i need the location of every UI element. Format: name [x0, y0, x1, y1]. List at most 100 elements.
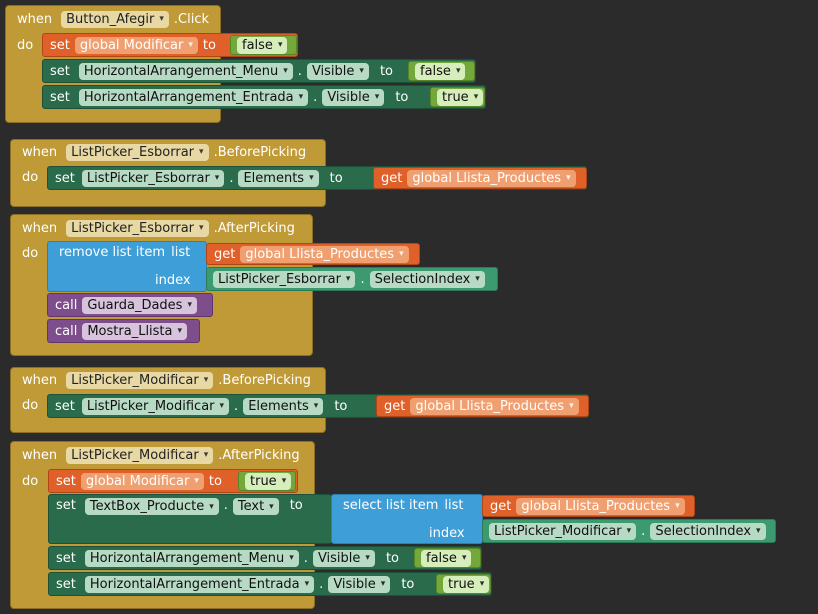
- boolean-dropdown[interactable]: true▾: [437, 88, 484, 106]
- chevron-down-icon: ▾: [219, 401, 225, 411]
- component-dropdown[interactable]: ListPicker_Esborrar▾: [66, 143, 209, 161]
- chevron-down-icon: ▾: [626, 526, 632, 536]
- set-component-property-block[interactable]: set HorizontalArrangement_Menu▾ . Visibl…: [48, 546, 482, 570]
- set-keyword: set: [56, 550, 76, 566]
- component-dropdown[interactable]: ListPicker_Modificar▾: [81, 397, 230, 415]
- dot-separator: .: [223, 498, 228, 513]
- chevron-down-icon: ▾: [345, 274, 351, 284]
- true-block[interactable]: true▾: [430, 87, 485, 107]
- component-dropdown[interactable]: HorizontalArrangement_Menu▾: [78, 62, 293, 80]
- variable-dropdown[interactable]: global Llista_Productes▾: [407, 169, 576, 187]
- select-list-item-block[interactable]: select list item list: [331, 494, 483, 544]
- dot-separator: .: [297, 63, 302, 79]
- chevron-down-icon: ▾: [566, 173, 571, 183]
- component-getter-block[interactable]: ListPicker_Esborrar▾ . SelectionIndex▾: [206, 267, 498, 291]
- chevron-down-icon: ▾: [214, 173, 220, 183]
- property-dropdown[interactable]: Visible▾: [328, 575, 391, 593]
- property-dropdown[interactable]: Visible▾: [322, 88, 385, 106]
- boolean-dropdown[interactable]: false▾: [415, 62, 466, 80]
- procedure-dropdown[interactable]: Mostra_Llista▾: [82, 322, 188, 340]
- property-dropdown[interactable]: Elements▾: [238, 169, 319, 187]
- variable-dropdown[interactable]: global Modificar▾: [74, 36, 198, 54]
- property-dropdown[interactable]: Visible▾: [306, 62, 369, 80]
- call-procedure-block[interactable]: call Guarda_Dades▾: [47, 293, 213, 317]
- get-keyword: get: [381, 170, 403, 186]
- component-dropdown[interactable]: TextBox_Producte▾: [84, 498, 219, 515]
- remove-list-item-block[interactable]: remove list item list: [47, 241, 207, 292]
- do-keyword: do: [22, 169, 39, 185]
- component-dropdown[interactable]: HorizontalArrangement_Entrada▾: [78, 88, 309, 106]
- false-block[interactable]: false▾: [230, 35, 297, 55]
- when-keyword: when: [22, 447, 58, 463]
- chevron-down-icon: ▾: [374, 92, 380, 102]
- event-name: .Click: [173, 11, 210, 27]
- set-component-property-block[interactable]: set HorizontalArrangement_Menu▾ . Visibl…: [42, 59, 476, 83]
- remove-list-item-label: remove list item: [59, 245, 166, 260]
- get-keyword: get: [384, 398, 406, 414]
- do-keyword: do: [22, 473, 39, 489]
- property-dropdown[interactable]: SelectionIndex▾: [650, 522, 766, 540]
- component-dropdown[interactable]: ListPicker_Modificar▾: [66, 446, 214, 464]
- component-dropdown[interactable]: ListPicker_Esborrar▾: [81, 169, 225, 187]
- property-dropdown[interactable]: Text▾: [232, 498, 279, 515]
- dot-separator: .: [234, 398, 239, 414]
- to-keyword: to: [208, 473, 222, 489]
- set-component-property-block[interactable]: set HorizontalArrangement_Entrada▾ . Vis…: [42, 85, 486, 109]
- chevron-down-icon: ▾: [399, 249, 404, 259]
- chevron-down-icon: ▾: [756, 526, 761, 536]
- boolean-dropdown[interactable]: false▾: [237, 36, 288, 54]
- component-getter-block[interactable]: ListPicker_Modificar▾ . SelectionIndex▾: [482, 519, 776, 543]
- chevron-down-icon: ▾: [187, 300, 192, 310]
- property-dropdown[interactable]: SelectionIndex▾: [369, 270, 485, 288]
- component-dropdown[interactable]: ListPicker_Esborrar▾: [66, 219, 209, 237]
- component-dropdown[interactable]: HorizontalArrangement_Entrada▾: [84, 575, 315, 593]
- boolean-dropdown[interactable]: true▾: [245, 472, 292, 490]
- get-global-variable-block[interactable]: get global Llista_Productes▾: [373, 167, 587, 189]
- chevron-down-icon: ▾: [177, 326, 183, 336]
- variable-dropdown[interactable]: global Llista_Productes▾: [240, 245, 409, 263]
- chevron-down-icon: ▾: [359, 66, 364, 76]
- true-block[interactable]: true▾: [238, 471, 296, 491]
- property-dropdown[interactable]: Elements▾: [243, 397, 324, 415]
- variable-dropdown[interactable]: global Llista_Productes▾: [516, 497, 685, 515]
- set-global-variable-block[interactable]: set global Modificar▾ to: [42, 33, 298, 57]
- component-dropdown[interactable]: ListPicker_Modificar▾: [489, 522, 637, 540]
- component-dropdown[interactable]: HorizontalArrangement_Menu▾: [84, 549, 299, 567]
- chevron-down-icon: ▾: [569, 401, 574, 411]
- set-keyword: set: [56, 473, 76, 489]
- get-keyword: get: [490, 498, 512, 514]
- select-list-item-label: select list item: [343, 498, 439, 513]
- boolean-dropdown[interactable]: true▾: [443, 575, 490, 593]
- false-block[interactable]: false▾: [414, 548, 481, 568]
- chevron-down-icon: ▾: [475, 274, 480, 284]
- chevron-down-icon: ▾: [289, 553, 294, 563]
- variable-dropdown[interactable]: global Modificar▾: [80, 472, 204, 490]
- procedure-dropdown[interactable]: Guarda_Dades▾: [82, 296, 197, 314]
- component-dropdown[interactable]: Button_Afegir▾: [61, 10, 169, 28]
- set-component-property-block[interactable]: set HorizontalArrangement_Entrada▾ . Vis…: [48, 572, 492, 596]
- call-procedure-block[interactable]: call Mostra_Llista▾: [47, 319, 200, 343]
- component-dropdown[interactable]: ListPicker_Esborrar▾: [213, 270, 356, 288]
- event-name: .BeforePicking: [218, 372, 311, 388]
- get-keyword: get: [214, 246, 236, 262]
- set-component-property-block[interactable]: set TextBox_Producte▾ . Text▾ to: [48, 494, 332, 544]
- set-keyword: set: [55, 398, 75, 414]
- get-global-variable-block[interactable]: get global Llista_Productes▾: [376, 395, 589, 417]
- chevron-down-icon: ▾: [380, 579, 386, 589]
- get-global-variable-block[interactable]: get global Llista_Productes▾: [482, 495, 695, 517]
- chevron-down-icon: ▾: [269, 501, 274, 512]
- set-keyword: set: [50, 37, 70, 53]
- dot-separator: .: [313, 89, 318, 105]
- boolean-dropdown[interactable]: false▾: [421, 549, 472, 567]
- set-keyword: set: [56, 498, 76, 513]
- false-block[interactable]: false▾: [408, 61, 475, 81]
- chevron-down-icon: ▾: [298, 92, 304, 102]
- true-block[interactable]: true▾: [436, 574, 491, 594]
- get-global-variable-block[interactable]: get global Llista_Productes▾: [206, 243, 420, 265]
- component-dropdown[interactable]: ListPicker_Modificar▾: [66, 371, 214, 389]
- variable-dropdown[interactable]: global Llista_Productes▾: [410, 397, 579, 415]
- property-dropdown[interactable]: Visible▾: [312, 549, 375, 567]
- chevron-down-icon: ▾: [479, 579, 485, 589]
- do-keyword: do: [17, 37, 34, 53]
- to-keyword: to: [395, 89, 409, 105]
